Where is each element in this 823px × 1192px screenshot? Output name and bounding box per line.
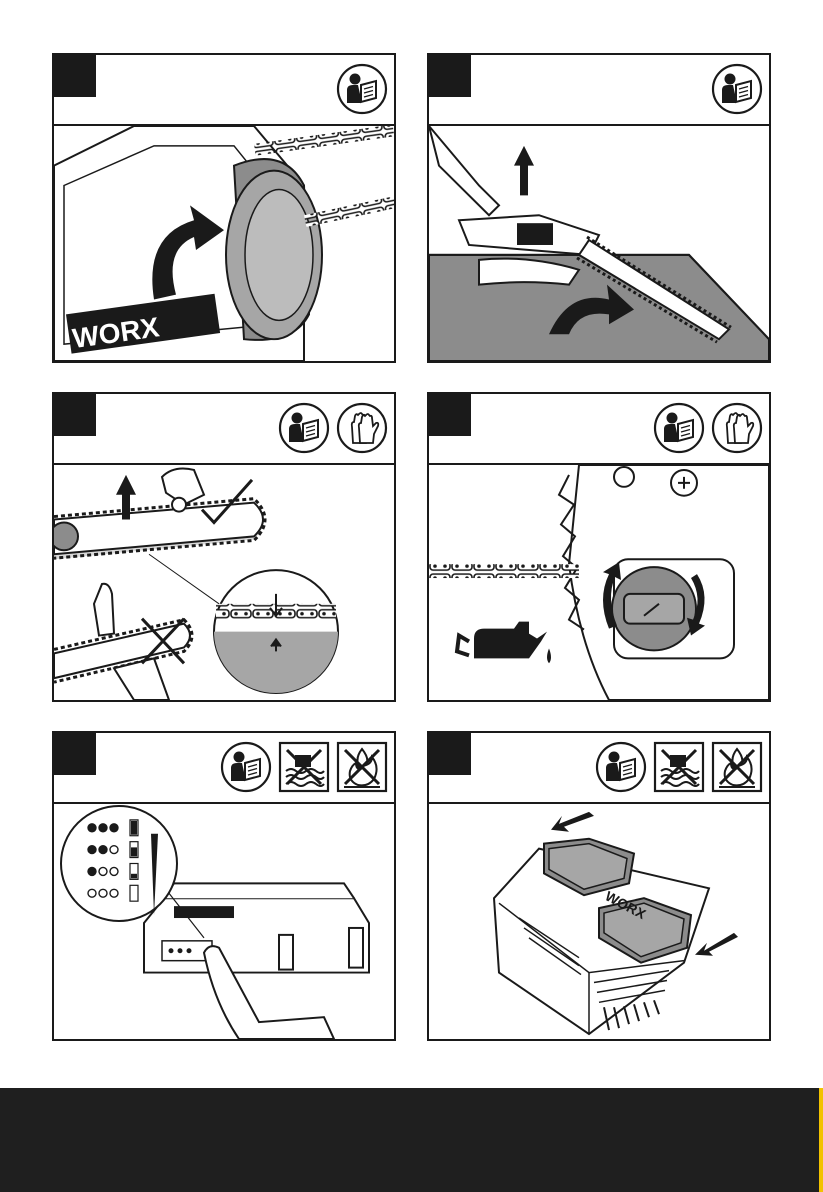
panel-header [54,394,394,465]
no-water-icon [653,741,705,793]
battery-level-icon [130,885,138,901]
indicator-led [110,824,118,832]
panel-header [54,733,394,804]
step-number [429,394,471,436]
step-number [429,733,471,775]
illustration-dual-battery-charger: WORX [429,804,769,1039]
no-water-icon [278,741,330,793]
indicator-led [88,889,96,897]
page-footer-band [0,1088,823,1192]
read-manual-icon [653,402,705,454]
illustration-check-chain-tension [54,465,394,700]
instruction-panel-5 [52,731,396,1041]
indicator-led [88,824,96,832]
read-manual-icon [711,63,763,115]
instruction-panel-6: WORX [427,731,771,1041]
panel-header [429,55,769,126]
read-manual-icon [220,741,272,793]
panel-header [54,55,394,126]
instruction-panel-3 [52,392,396,702]
instruction-panel-1: WORX [52,53,396,363]
no-fire-icon [336,741,388,793]
illustration-lift-chainsaw [429,126,769,361]
wear-gloves-icon [336,402,388,454]
battery-level-fill [131,874,137,879]
instruction-panel-2 [427,53,771,363]
step-number [54,55,96,97]
indicator-led [110,846,118,854]
indicator-led [99,889,107,897]
read-manual-icon [336,63,388,115]
illustration-battery-charge-indicator [54,804,394,1039]
indicator-led [88,867,96,875]
panel-header [429,394,769,465]
read-manual-icon [595,741,647,793]
illustration-fill-oil-tank [429,465,769,700]
indicator-led [110,889,118,897]
footer-accent-stripe [819,1088,823,1192]
indicator-led [110,867,118,875]
indicator-led [99,846,107,854]
illustration-attach-sprocket-cover: WORX [54,126,394,361]
read-manual-icon [278,402,330,454]
panel-header [429,733,769,804]
step-number [429,55,471,97]
battery-level-fill [131,847,137,856]
indicator-led [99,867,107,875]
step-number [54,733,96,775]
step-number [54,394,96,436]
indicator-led [99,824,107,832]
battery-level-fill [131,821,137,835]
indicator-led [88,846,96,854]
wear-gloves-icon [711,402,763,454]
instruction-panel-4 [427,392,771,702]
no-fire-icon [711,741,763,793]
